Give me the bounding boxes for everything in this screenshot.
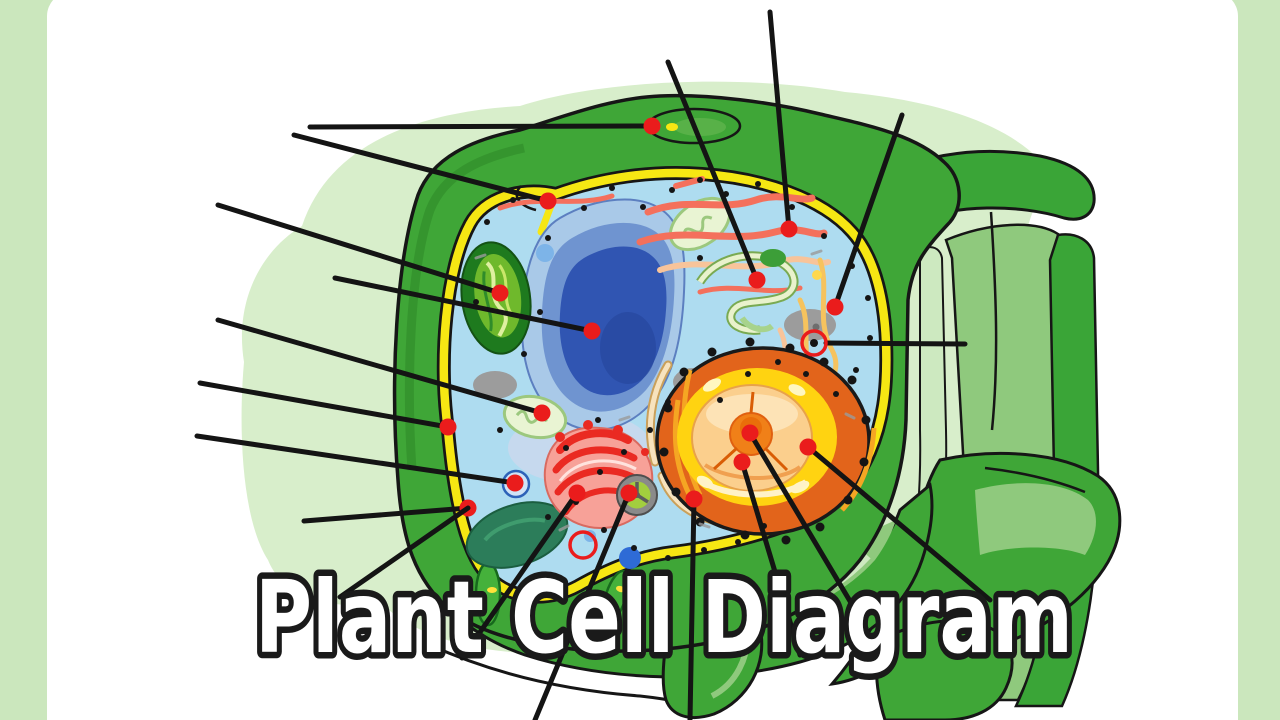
rough-er-ribbons (696, 249, 799, 335)
leader-line-rough-er (665, 59, 760, 283)
leader-line-plasma-membrane (197, 380, 451, 430)
leader-line-nucleoplasm (739, 459, 803, 658)
leader-line-er-strand (832, 112, 905, 310)
golgi-highlight (558, 459, 637, 482)
cytoplasm-flecks (474, 249, 856, 532)
leader-line-peroxisome (532, 490, 632, 720)
label-dot-rough-er (748, 271, 766, 289)
plasmodesma-hook (515, 185, 537, 212)
page-title: Plant Cell Diagram (255, 559, 1073, 676)
rough-er-ribbon (697, 253, 797, 333)
leader-line-cell-wall-inner (301, 505, 471, 524)
label-dot-nuclear-envelope-right (799, 438, 817, 456)
wall-pit-inner (674, 118, 726, 136)
ribosome-circle (800, 329, 828, 357)
ring-highlight (788, 384, 806, 396)
neighbor-wall-right (828, 149, 1122, 720)
wall-pores (474, 561, 630, 627)
wall-pore-2-dot (615, 585, 625, 593)
leader-line-golgi-apparatus (459, 490, 580, 661)
golgi-vesicle (555, 432, 565, 442)
leader-line-central-vacuole (332, 275, 595, 334)
leader-line-ribosome (823, 340, 968, 347)
leader-line-plasmodesma (291, 132, 551, 204)
label-dot-smooth-er (780, 220, 798, 238)
label-dot-wall-pit (643, 117, 661, 135)
leader-line-vesicle (194, 433, 518, 486)
label-dot-plasma-membrane (439, 418, 457, 436)
golgi-vesicle (641, 448, 649, 456)
rough-er-loop (739, 316, 774, 333)
smooth-er-strand (636, 226, 828, 246)
label-dot-mitochondrion (533, 404, 551, 422)
leader-line-nuclear-envelope-right (805, 444, 993, 603)
wall-pore-1-dot (487, 587, 497, 593)
label-dot-nucleoplasm (733, 453, 751, 471)
chromatin-strand (703, 463, 802, 481)
ribosome-circle-2 (568, 530, 598, 560)
neighbor-lobe-crease (984, 466, 1086, 494)
cell-wall-shading (404, 143, 525, 471)
label-dot-chloroplast (491, 284, 509, 302)
vacuole-core-shadow (600, 312, 656, 384)
chloroplast-vein-3 (482, 271, 493, 332)
golgi-vesicle (613, 425, 623, 435)
leader-line-smooth-er (767, 9, 792, 232)
label-dot-nucleolus (741, 424, 759, 442)
ribosomes (473, 177, 873, 561)
amyloplast-1 (473, 371, 517, 399)
label-dot-central-vacuole (583, 322, 601, 340)
plastid-teal (465, 501, 569, 569)
label-dot-vesicle (506, 474, 524, 492)
label-dot-golgi-apparatus (568, 484, 586, 502)
leader-line-wall-pit (307, 123, 655, 130)
chloroplast-vein-1 (485, 261, 508, 337)
neighbor-lobe-highlight (975, 483, 1096, 555)
leader-line-nucleolus (747, 430, 869, 631)
er-ribbon (647, 362, 671, 465)
annotation-layer (194, 9, 993, 720)
nucleolus-rays (712, 391, 789, 472)
rough-er-green-blob (760, 249, 786, 267)
golgi-vesicle (583, 420, 593, 430)
label-dot-plasmodesma (539, 192, 557, 210)
neighbor-wall-crease (989, 211, 998, 431)
wall-pit-yellow-dot (666, 123, 678, 131)
smooth-er-strand (497, 193, 615, 211)
vesicle-navy (619, 547, 641, 569)
amyloplast-spot (812, 323, 820, 331)
ring-highlight (702, 378, 722, 392)
smooth-er-strand (644, 193, 816, 216)
vacuole-satellite-vesicle (536, 244, 554, 262)
wall-pore-2 (602, 569, 630, 623)
label-dot-er-strand (826, 298, 844, 316)
leader-line-mitochondrion (215, 317, 545, 416)
leader-line-chloroplast (215, 202, 503, 296)
leader-line-cell-wall-inner-2 (337, 505, 471, 600)
er-bead (812, 270, 822, 280)
golgi-cisterna (552, 446, 638, 474)
label-dot-peroxisome (620, 484, 638, 502)
leader-line-nuclear-envelope (687, 496, 697, 720)
label-dot-nuclear-envelope (685, 490, 703, 508)
neighbor-lobe-bottom (875, 619, 1014, 720)
mitochondrion-1-cristae (682, 215, 713, 238)
plastid-teal-mark (483, 517, 546, 542)
